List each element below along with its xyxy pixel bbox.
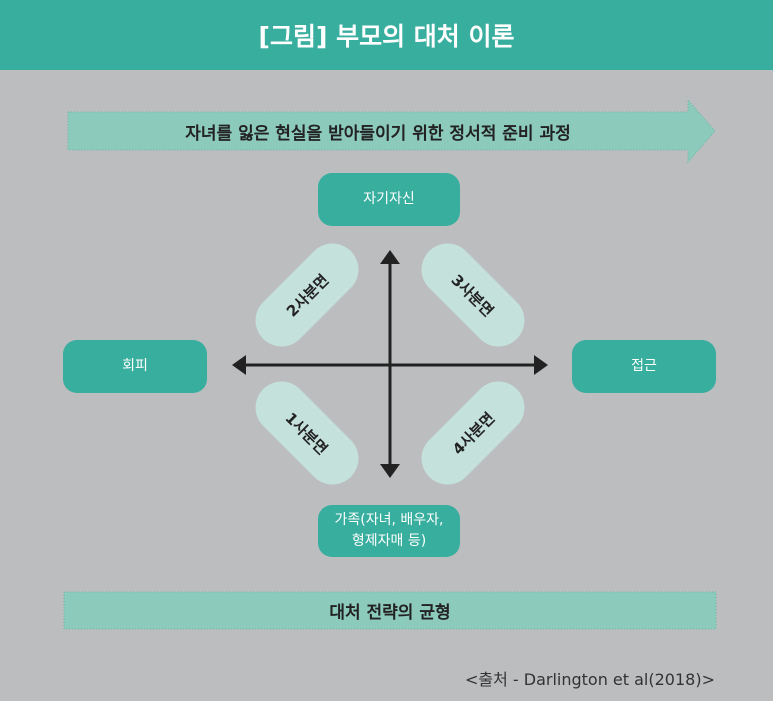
arrowhead-right-icon <box>534 355 548 375</box>
axis-right-approach: 접근 <box>572 340 716 393</box>
arrowhead-left-icon <box>232 355 246 375</box>
arrowhead-down-icon <box>380 464 400 478</box>
process-arrow-label: 자녀를 잃은 현실을 받아들이기 위한 정서적 준비 과정 <box>185 123 571 144</box>
source-citation: <출처 - Darlington et al(2018)> <box>464 670 715 689</box>
axis-top-self: 자기자신 <box>318 173 460 226</box>
page-title: [그림] 부모의 대처 이론 <box>0 0 773 70</box>
axis-bottom-family: 가족(자녀, 배우자, 형제자매 등) <box>318 505 460 557</box>
balance-band-shape <box>63 591 717 630</box>
arrowhead-up-icon <box>380 250 400 264</box>
process-arrow-shape <box>67 98 716 164</box>
axis-left-avoidance: 회피 <box>63 340 207 393</box>
balance-label: 대처 전략의 균형 <box>329 603 451 623</box>
